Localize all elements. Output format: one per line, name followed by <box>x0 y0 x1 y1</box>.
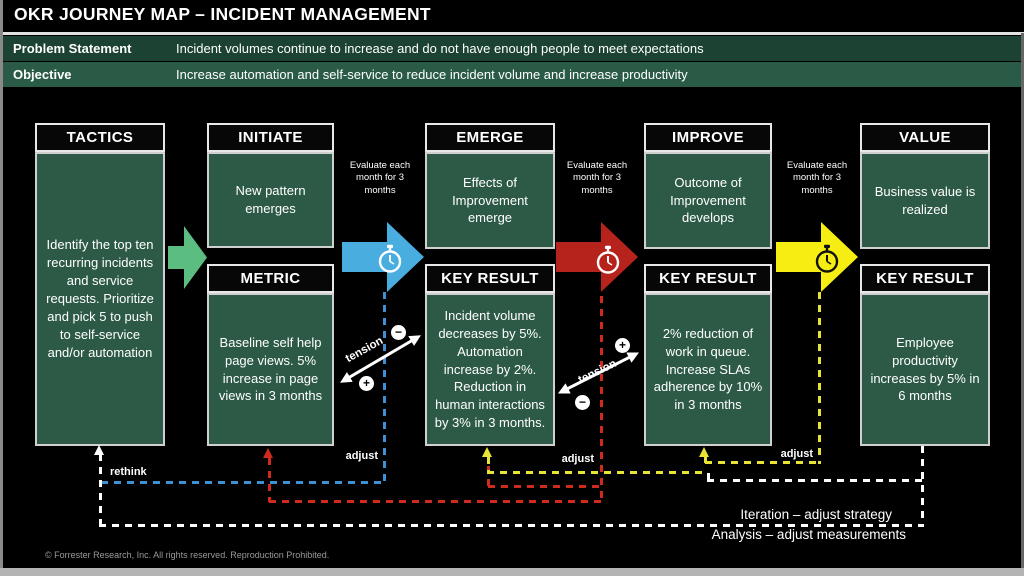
stage-body-value: Business value is realized <box>860 152 990 249</box>
stage-body-value-key-result: Employee productivity increases by 5% in… <box>860 293 990 446</box>
plus-badge-1: + <box>359 376 374 391</box>
stage-header-metric: METRIC <box>207 264 334 293</box>
problem-statement-label: Problem Statement <box>13 41 132 56</box>
yellow-connector-vertical-emerge <box>487 457 490 473</box>
tension-arrow-2 <box>557 352 640 394</box>
evaluate-label-2: Evaluate each month for 3 months <box>566 160 628 196</box>
blue-connector-horizontal <box>101 481 386 484</box>
red-connector-vertical <box>600 296 603 502</box>
white-connector-tick <box>707 473 710 481</box>
objective-text: Increase automation and self-service to … <box>176 67 688 82</box>
stage-body-tactics: Identify the top ten recurring incidents… <box>35 152 165 446</box>
adjust-label-red: adjust <box>561 453 594 465</box>
right-window-edge <box>1021 33 1024 568</box>
evaluate-label-3: Evaluate each month for 3 months <box>786 160 848 196</box>
stage-body-improve: Outcome of Improvement develops <box>644 152 772 249</box>
stage-header-value-key-result: KEY RESULT <box>860 264 990 293</box>
red-arrowhead-metric-icon <box>263 448 273 458</box>
yellow-arrowhead-emerge-icon <box>482 447 492 457</box>
rethink-arrowhead-icon <box>94 445 104 455</box>
tension-arrow-1 <box>340 335 421 383</box>
adjust-label-blue: adjust <box>345 450 378 462</box>
stage-header-emerge: EMERGE <box>425 123 555 152</box>
stopwatch-icon-red-arrow <box>596 245 620 274</box>
stage-header-improve-key-result: KEY RESULT <box>644 264 772 293</box>
adjust-label-yellow: adjust <box>780 448 813 460</box>
minus-badge-2: − <box>575 395 590 410</box>
stage-header-emerge-key-result: KEY RESULT <box>425 264 555 293</box>
white-connector-vertical-value <box>921 446 924 526</box>
stage-header-value: VALUE <box>860 123 990 152</box>
stage-body-emerge-key-result: Incident volume decreases by 5%. Automat… <box>425 293 555 446</box>
red-connector-vertical-metric <box>268 458 271 502</box>
red-connector-horizontal-short <box>488 485 602 488</box>
stage-body-initiate: New pattern emerges <box>207 152 334 248</box>
plus-badge-2: + <box>615 338 630 353</box>
problem-statement-row: Problem Statement Incident volumes conti… <box>3 36 1022 61</box>
minus-badge-1: − <box>391 325 406 340</box>
yellow-connector-horizontal-left <box>487 471 707 474</box>
stage-header-tactics: TACTICS <box>35 123 165 152</box>
stage-header-improve: IMPROVE <box>644 123 772 152</box>
blue-connector-vertical <box>383 292 386 483</box>
stopwatch-icon-blue-arrow <box>378 244 402 273</box>
stage-body-emerge: Effects of Improvement emerge <box>425 152 555 249</box>
objective-row: Objective Increase automation and self-s… <box>3 62 1022 87</box>
iteration-label: Iteration – adjust strategy <box>740 507 892 522</box>
red-connector-horizontal-long <box>269 500 603 503</box>
objective-label: Objective <box>13 67 72 82</box>
footer-copyright: © Forrester Research, Inc. All rights re… <box>45 550 330 560</box>
stopwatch-icon-yellow-arrow <box>815 244 839 273</box>
yellow-connector-horizontal-right <box>705 461 820 464</box>
evaluate-label-1: Evaluate each month for 3 months <box>349 160 411 196</box>
analysis-connector-horizontal <box>99 524 924 527</box>
red-connector-vertical-keyresult <box>487 466 490 487</box>
bottom-window-edge <box>0 568 1024 576</box>
flow-arrow-green <box>168 226 207 289</box>
rethink-connector-vertical <box>99 454 102 526</box>
title-divider <box>0 32 1024 35</box>
yellow-connector-vertical-improve <box>704 456 707 463</box>
yellow-connector-vertical <box>818 292 821 464</box>
analysis-label: Analysis – adjust measurements <box>711 527 906 542</box>
problem-statement-text: Incident volumes continue to increase an… <box>176 41 704 56</box>
flow-arrow-red <box>556 222 638 292</box>
stage-body-metric: Baseline self help page views. 5% increa… <box>207 293 334 446</box>
yellow-arrowhead-improve-icon <box>699 447 709 457</box>
page-title: OKR JOURNEY MAP – INCIDENT MANAGEMENT <box>14 4 431 24</box>
stage-body-improve-key-result: 2% reduction of work in queue. Increase … <box>644 293 772 446</box>
stage-header-initiate: INITIATE <box>207 123 334 152</box>
rethink-label: rethink <box>110 466 147 478</box>
iteration-connector-horizontal <box>707 479 923 482</box>
flow-arrow-blue <box>342 222 424 292</box>
left-window-edge <box>0 0 3 576</box>
